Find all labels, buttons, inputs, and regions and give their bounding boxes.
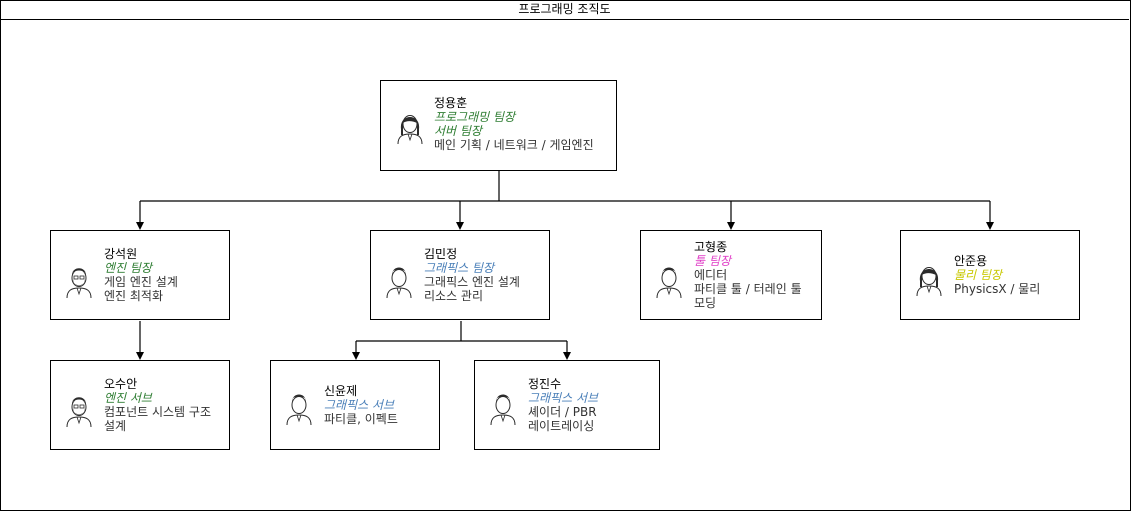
person-description: 컴포넌트 시스템 구조 — [104, 405, 211, 419]
person-role: 서버 팀장 — [434, 124, 482, 138]
person-name: 오수안 — [104, 377, 138, 391]
person-name: 정용훈 — [434, 96, 468, 110]
person-role: 프로그래밍 팀장 — [434, 110, 516, 124]
male-avatar-icon — [654, 261, 684, 299]
person-description: 메인 기획 / 네트워크 / 게임엔진 — [434, 138, 594, 152]
person-description: 에디터 — [694, 268, 728, 282]
male-avatar-icon — [284, 388, 314, 426]
person-role: 엔진 서브 — [104, 391, 152, 405]
person-name: 강석원 — [104, 247, 138, 261]
male-avatar-icon — [488, 388, 518, 426]
female-avatar-icon — [914, 259, 944, 297]
org-card-kang[interactable] — [50, 230, 230, 320]
person-description: 엔진 최적화 — [104, 289, 164, 303]
person-description: 리소스 관리 — [424, 289, 484, 303]
person-description: 파티클 툴 / 터레인 툴 — [694, 282, 802, 296]
person-role: 엔진 팀장 — [104, 261, 152, 275]
female-avatar-icon — [395, 107, 425, 145]
person-name: 김민정 — [424, 247, 458, 261]
person-role: 물리 팀장 — [954, 268, 1002, 282]
person-description: 레이트레이싱 — [528, 419, 595, 433]
person-description: 셰이더 / PBR — [528, 405, 597, 419]
person-role: 그래픽스 팀장 — [424, 261, 495, 275]
person-role: 툴 팀장 — [694, 254, 731, 268]
person-role: 그래픽스 서브 — [324, 398, 395, 412]
person-name: 정진수 — [528, 377, 562, 391]
bearded-male-avatar-icon — [64, 261, 94, 299]
org-card-jung[interactable] — [380, 80, 617, 171]
bearded-male-avatar-icon — [64, 390, 94, 428]
diagram-title: 프로그래밍 조직도 — [0, 0, 1129, 20]
person-name: 신윤제 — [324, 384, 358, 398]
person-description: 그래픽스 엔진 설계 — [424, 275, 520, 289]
person-description: 모딩 — [694, 296, 717, 310]
person-description: 파티클, 이펙트 — [324, 412, 398, 426]
male-avatar-icon — [384, 261, 414, 299]
person-description: 설계 — [104, 419, 127, 433]
person-name: 안준용 — [954, 254, 988, 268]
person-description: PhysicsX / 물리 — [954, 282, 1041, 296]
person-role: 그래픽스 서브 — [528, 391, 599, 405]
person-description: 게임 엔진 설계 — [104, 275, 178, 289]
person-name: 고형종 — [694, 240, 728, 254]
